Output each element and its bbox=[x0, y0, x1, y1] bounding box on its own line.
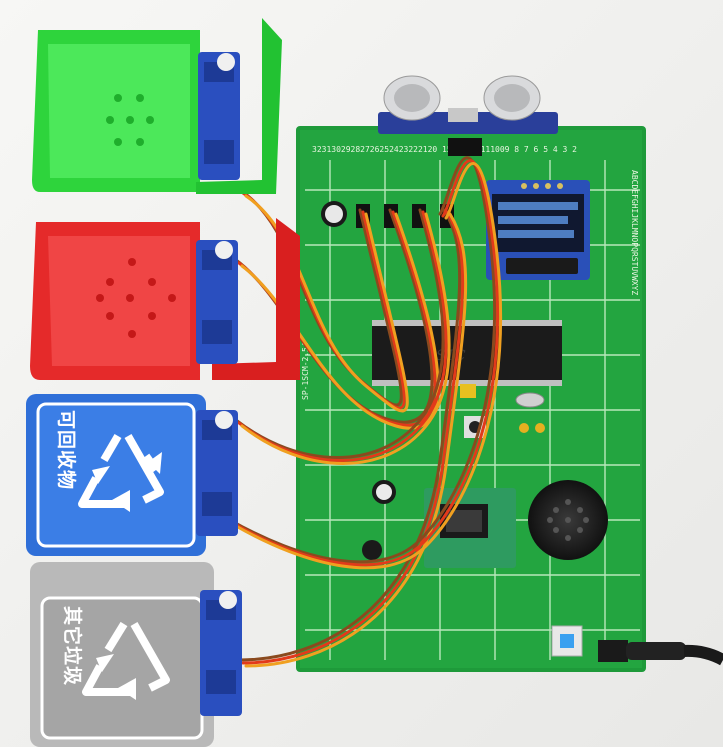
servo-grey bbox=[200, 590, 242, 716]
pcb-silk-text: SP-1SCM-2.54 bbox=[301, 342, 310, 400]
pcb-header-numbers: 32313029282726252423222120 1514131211100… bbox=[312, 145, 577, 154]
other-waste-bin: 其它垃圾 bbox=[30, 562, 214, 747]
red-bin bbox=[30, 218, 300, 380]
oled-display bbox=[486, 180, 590, 280]
pcb-board: 32313029282726252423222120 1514131211100… bbox=[296, 126, 646, 672]
speaker bbox=[528, 480, 608, 560]
recycle-icon-other bbox=[82, 621, 170, 696]
servo-blue bbox=[196, 410, 238, 536]
recycle-icon bbox=[78, 433, 164, 508]
servo-red bbox=[196, 240, 238, 364]
pcb-side-letters: ABCDEFGHIJKLMNOPQRSTUVWXYZ bbox=[630, 170, 639, 295]
capacitor-lower bbox=[362, 480, 396, 560]
ultrasonic-sensor bbox=[378, 75, 558, 156]
voice-module bbox=[424, 488, 516, 568]
electrolytic-capacitor bbox=[321, 201, 347, 227]
green-bin bbox=[32, 18, 282, 194]
power-jack bbox=[551, 625, 723, 666]
recyclable-bin: 可回收物 bbox=[26, 394, 206, 556]
other-waste-label: 其它垃圾 bbox=[61, 606, 84, 686]
servo-green bbox=[198, 52, 240, 180]
recyclable-label: 可回收物 bbox=[55, 410, 78, 490]
